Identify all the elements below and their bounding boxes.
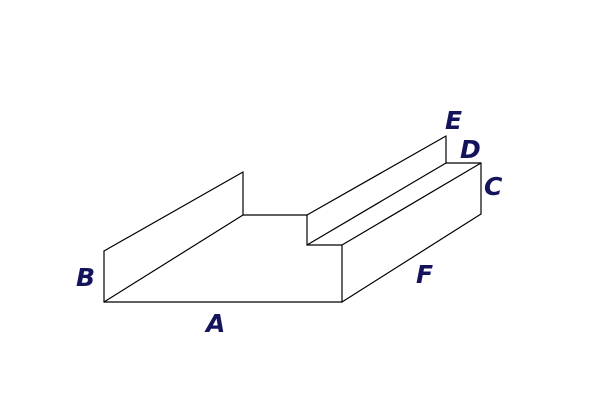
label-e: E [445,106,462,135]
label-f: F [416,260,433,289]
edge-block-bottom [341,213,482,303]
edge-step-groove [306,162,447,246]
edge-left-wall-base [103,214,244,303]
dimension-labels: A B C D E F [76,106,503,338]
label-a: A [204,309,225,338]
outline-edges [103,135,482,303]
label-d: D [460,135,481,164]
label-b: B [76,263,95,292]
label-c: C [484,172,503,201]
edge-block-top-front [341,162,482,246]
edge-step-inner-top [306,135,447,216]
edge-left-wall-top [103,171,244,252]
